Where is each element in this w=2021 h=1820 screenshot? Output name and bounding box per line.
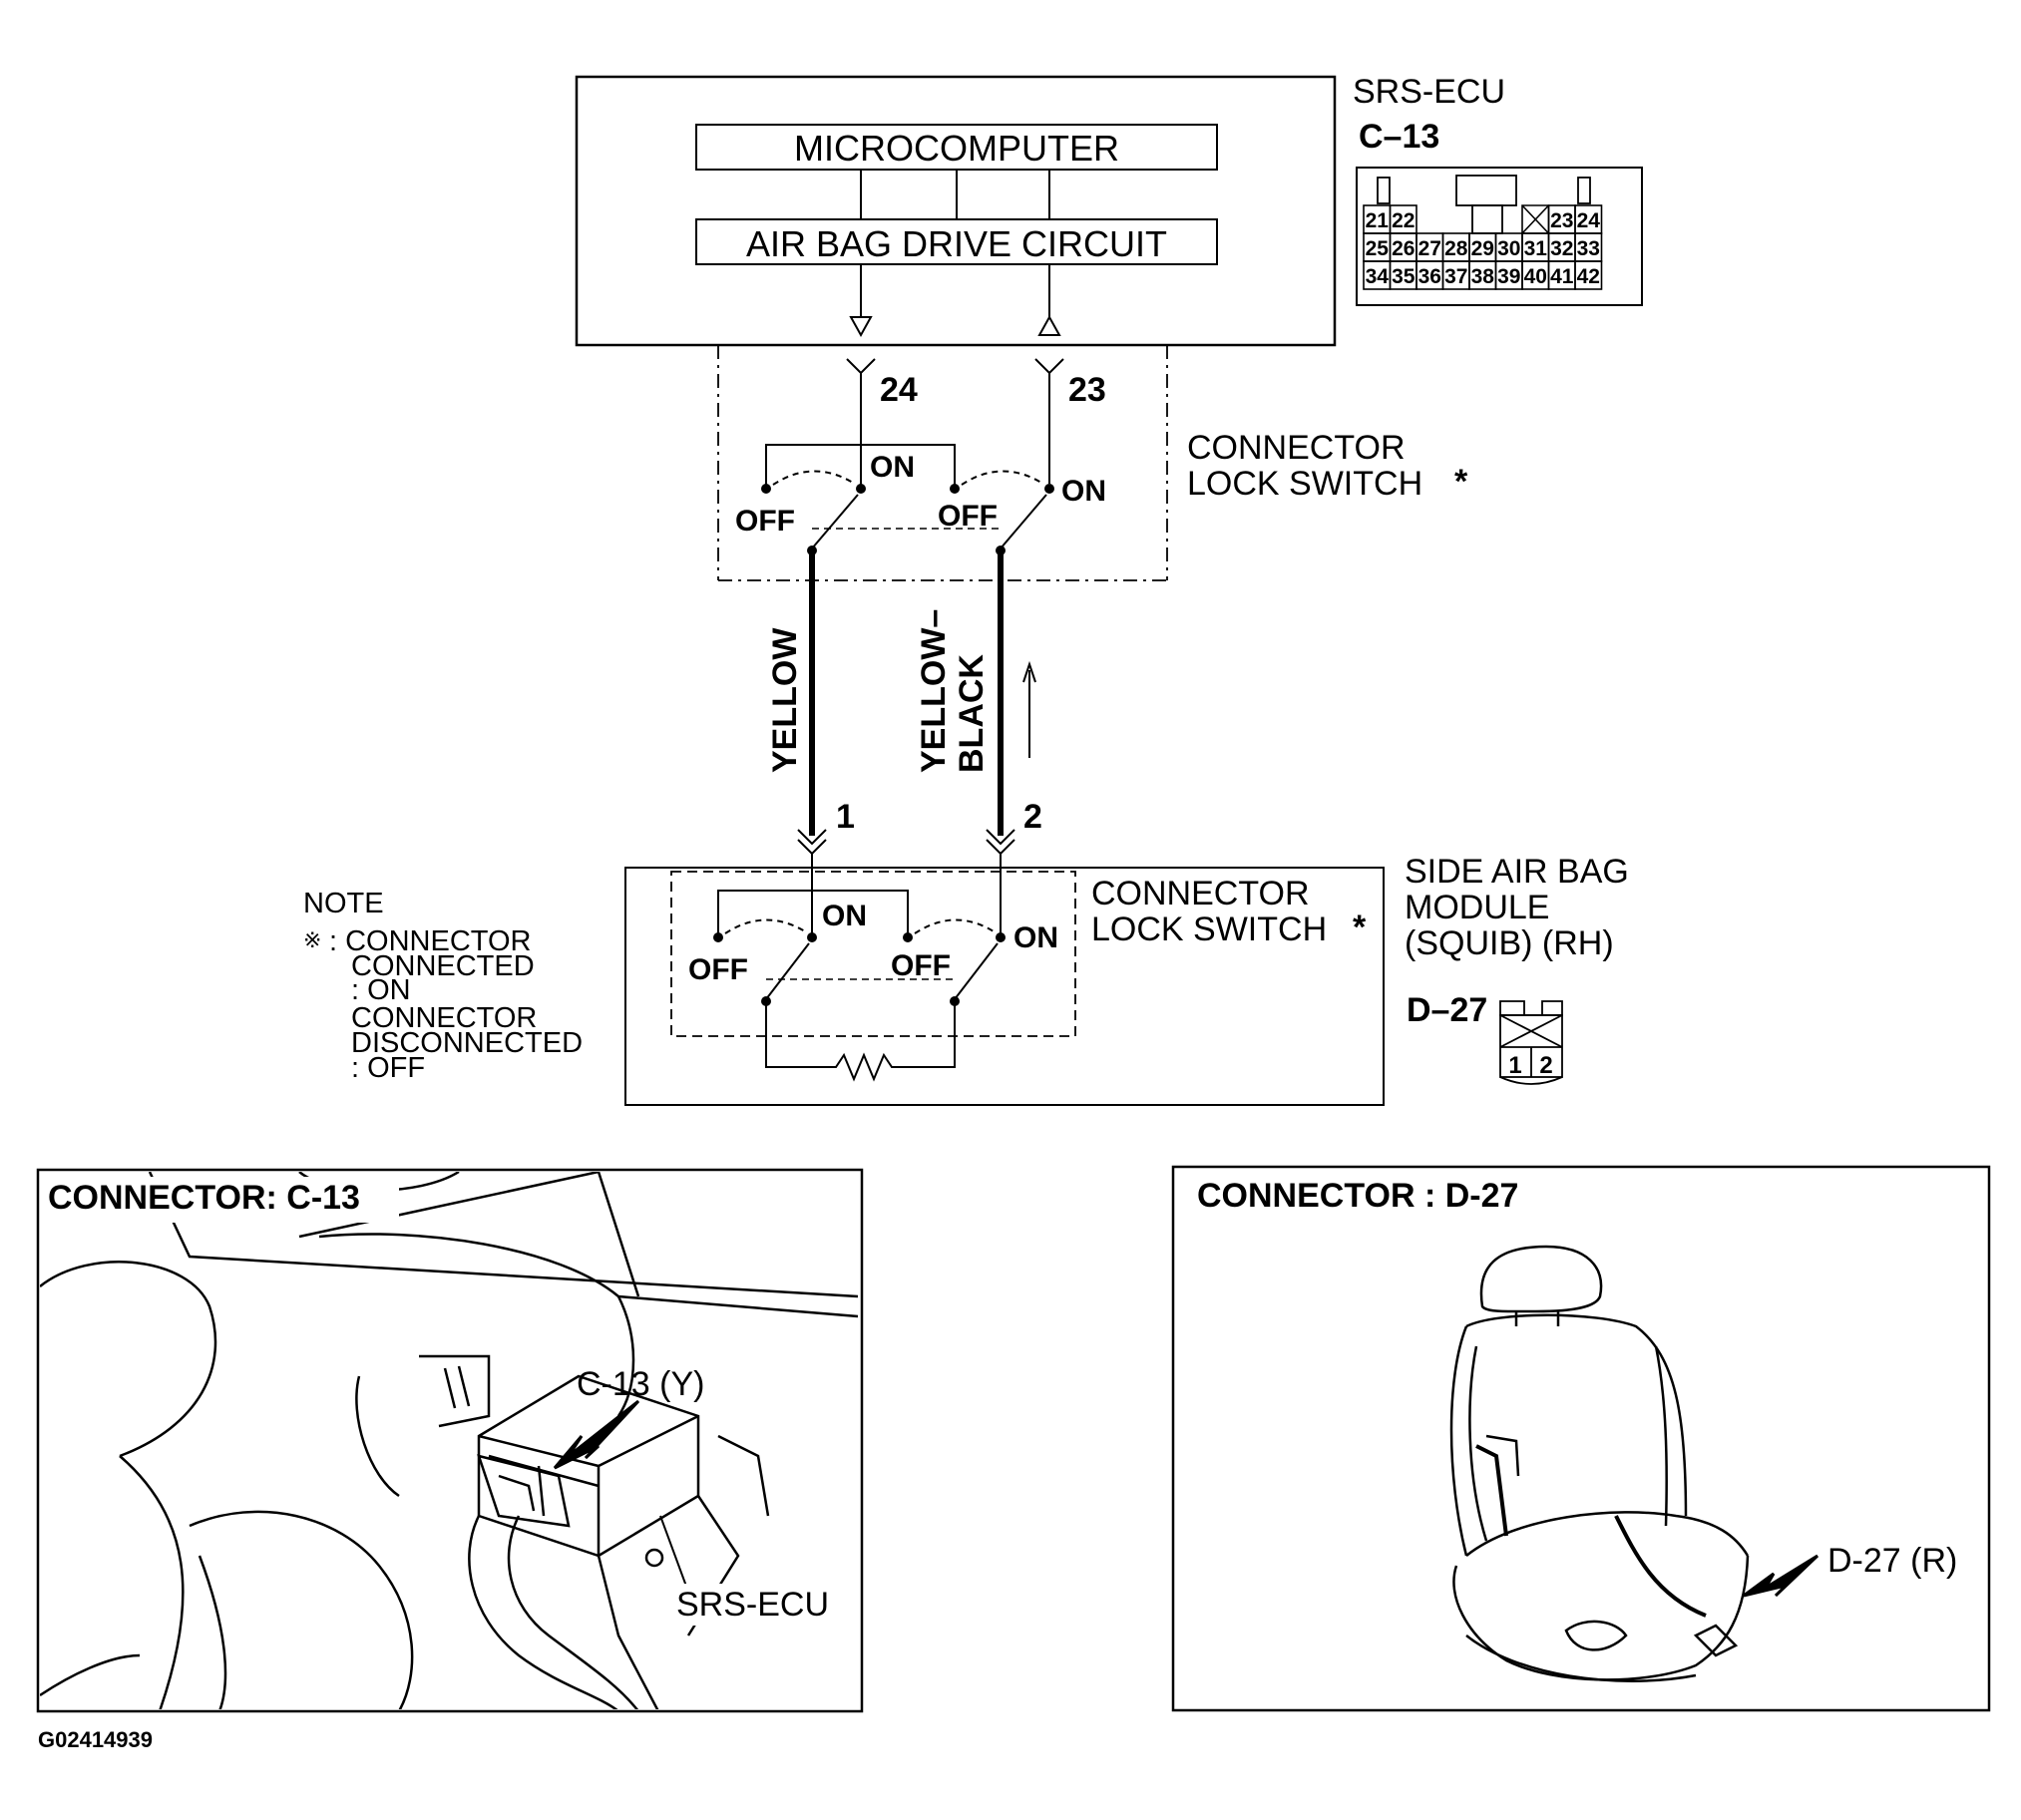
panel-c13: CONNECTOR: C-13 C-13 (Y) SRS-ECU — [36, 1168, 864, 1713]
c13-pin-number: 27 — [1418, 237, 1441, 260]
upper-on-left: ON — [870, 451, 915, 484]
c13-pin-number: 35 — [1392, 265, 1415, 288]
panel-d27: CONNECTOR : D-27 D-27 (R) — [1171, 1165, 1991, 1712]
panel-d27-callout: D-27 (R) — [1827, 1542, 1957, 1580]
note-line-4: CONNECTOR — [351, 1002, 537, 1034]
upper-off-right: OFF — [938, 500, 998, 533]
upper-lock-label-2: LOCK SWITCH — [1187, 465, 1422, 503]
c13-pin-number: 21 — [1366, 209, 1390, 232]
c13-pin-number: 33 — [1577, 237, 1600, 260]
microcomputer-label: MICROCOMPUTER — [794, 128, 1119, 169]
upper-lock-label-1: CONNECTOR — [1187, 429, 1406, 467]
upper-lock-asterisk: * — [1454, 463, 1468, 501]
module-pin-2: 2 — [1023, 798, 1042, 836]
upper-off-left: OFF — [735, 505, 795, 538]
module-title-1: SIDE AIR BAG — [1405, 853, 1629, 891]
c13-pin-cell — [1574, 260, 1603, 290]
d27-pin-2: 2 — [1539, 1052, 1552, 1079]
module-box — [624, 867, 1385, 1106]
c13-pin-number: 29 — [1471, 237, 1494, 260]
c13-pin-number: 30 — [1497, 237, 1520, 260]
module-connector-id: D–27 — [1407, 991, 1487, 1029]
lower-lock-asterisk: * — [1353, 909, 1367, 946]
squib-resistor-icon — [765, 1001, 956, 1082]
note-line-2: CONNECTED — [351, 950, 535, 982]
note-block: NOTE ※ : CONNECTOR CONNECTED : ON CONNEC… — [303, 888, 583, 1084]
ecu-title: SRS-ECU — [1353, 73, 1505, 111]
lower-lock-label-1: CONNECTOR — [1091, 875, 1310, 912]
upper-switch-left: OFF ON — [735, 444, 956, 555]
d27-connector-face: 1 2 — [1499, 1000, 1563, 1085]
figure-id: G02414939 — [38, 1727, 153, 1752]
d27-callout-arrow-icon — [1743, 1554, 1819, 1598]
lower-switch-left: OFF ON — [688, 890, 909, 1006]
c13-pin-number: 23 — [1550, 209, 1573, 232]
panel-c13-title: CONNECTOR: C-13 — [48, 1179, 360, 1217]
c13-pin-number: 37 — [1444, 265, 1467, 288]
c13-pin-number: 38 — [1471, 265, 1495, 288]
lower-off-right: OFF — [891, 949, 951, 982]
ecu-pin-23: 23 — [1068, 371, 1106, 409]
module-title-3: (SQUIB) (RH) — [1405, 924, 1614, 962]
drive-circuit-label: AIR BAG DRIVE CIRCUIT — [746, 223, 1167, 264]
input-triangle-up-icon — [1037, 314, 1061, 336]
lower-on-right: ON — [1013, 921, 1058, 954]
c13-pin-number: 41 — [1550, 265, 1574, 288]
c13-pin-number: 25 — [1366, 237, 1390, 260]
lower-switch-right: OFF ON — [891, 918, 1058, 1006]
d27-seat-illustration — [1449, 1245, 1750, 1682]
panel-c13-part-label: SRS-ECU — [676, 1586, 829, 1624]
note-line-3: : ON — [351, 974, 411, 1006]
wire-right-color-1: YELLOW– — [915, 609, 953, 773]
wire-left-color: YELLOW — [766, 627, 804, 773]
c13-pin-number: 26 — [1392, 237, 1415, 260]
upper-on-right: ON — [1061, 475, 1106, 508]
lower-on-left: ON — [822, 900, 867, 932]
lower-off-left: OFF — [688, 953, 748, 986]
ecu-connector-id: C–13 — [1359, 118, 1439, 156]
c13-callout-arrow-icon — [553, 1399, 640, 1470]
lower-lock-label-2: LOCK SWITCH — [1091, 910, 1327, 948]
srs-ecu-box: MICROCOMPUTER AIR BAG DRIVE CIRCUIT — [575, 75, 1337, 347]
module-title-2: MODULE — [1405, 889, 1549, 926]
upper-lock-switch-box — [717, 345, 1168, 581]
c13-pin-number: 39 — [1497, 265, 1520, 288]
c13-unused-pin-cell — [1521, 204, 1550, 234]
c13-pin-number: 24 — [1577, 209, 1601, 232]
note-line-1: : CONNECTOR — [329, 925, 531, 957]
c13-pin-number: 32 — [1550, 237, 1573, 260]
panel-c13-callout: C-13 (Y) — [577, 1365, 704, 1403]
c13-connector-face — [1356, 167, 1643, 306]
c13-pin-number: 40 — [1524, 265, 1547, 288]
output-triangle-down-icon — [849, 316, 873, 338]
panel-d27-title: CONNECTOR : D-27 — [1197, 1177, 1518, 1215]
note-marker: ※ — [303, 927, 321, 952]
c13-pin-number: 22 — [1392, 209, 1415, 232]
note-title: NOTE — [303, 888, 384, 919]
ecu-pin-24: 24 — [880, 371, 918, 409]
wire-right-color-2: BLACK — [953, 654, 991, 773]
c13-pin-number: 34 — [1366, 265, 1390, 288]
upper-switch-right: OFF ON — [938, 470, 1106, 555]
module-pin-1: 1 — [836, 798, 855, 836]
d27-pin-1: 1 — [1508, 1052, 1521, 1079]
c13-pin-number: 42 — [1577, 265, 1600, 288]
note-line-5: DISCONNECTED — [351, 1027, 583, 1059]
c13-pin-number: 31 — [1524, 237, 1548, 260]
c13-pin-number: 28 — [1444, 237, 1468, 260]
c13-pin-number: 36 — [1418, 265, 1441, 288]
note-line-6: : OFF — [351, 1052, 425, 1084]
